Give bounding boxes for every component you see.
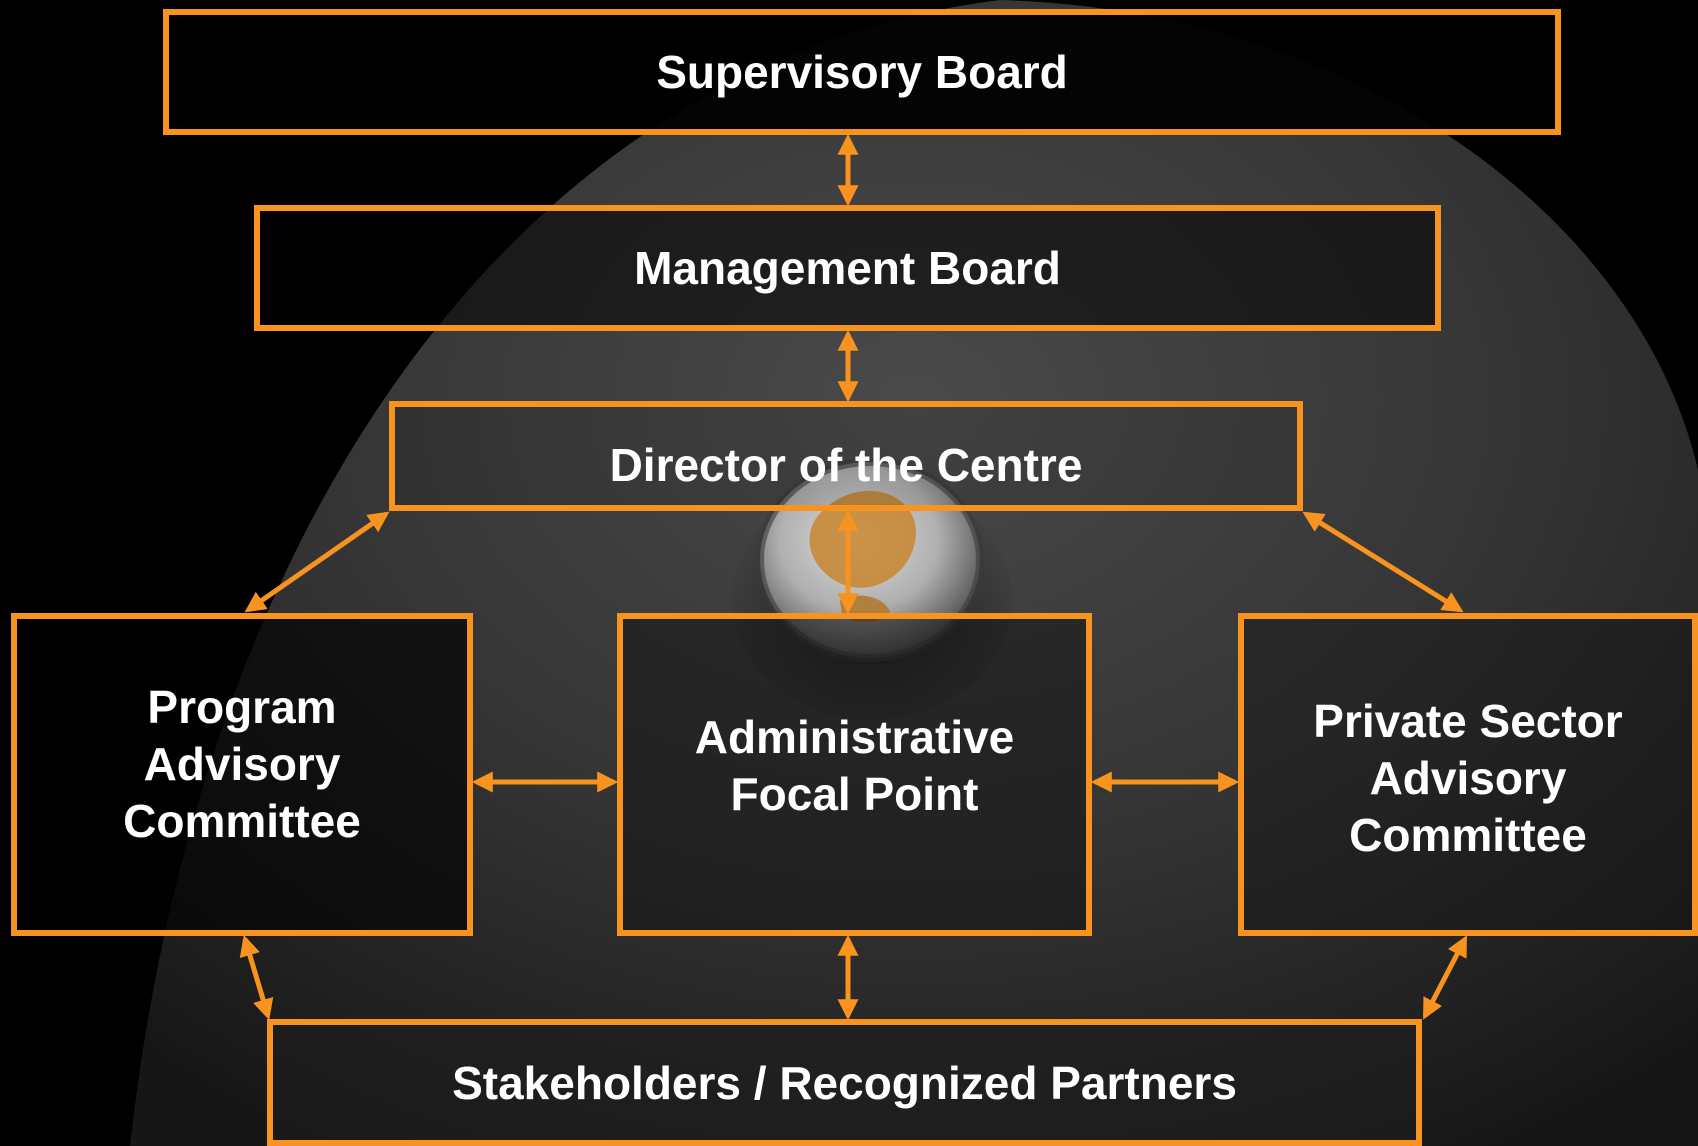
admin-focal-label-line: Administrative — [694, 711, 1015, 763]
stakeholders-box: Stakeholders / Recognized Partners — [267, 1019, 1422, 1146]
administrative-focal-point-box: Administrative Focal Point — [617, 613, 1092, 936]
private-sector-label-line: Committee — [1349, 809, 1587, 861]
program-advisory-label-line: Advisory — [143, 738, 341, 790]
supervisory-board-box: Supervisory Board — [163, 9, 1561, 135]
private-sector-advisory-committee-box: Private Sector Advisory Committee — [1238, 613, 1698, 936]
program-advisory-label-line: Committee — [123, 795, 361, 847]
program-advisory-label-line: Program — [147, 681, 337, 733]
program-advisory-committee-box: Program Advisory Committee — [11, 613, 473, 936]
stakeholders-label: Stakeholders / Recognized Partners — [452, 1057, 1237, 1109]
program-advisory-label: Program Advisory Committee — [123, 679, 361, 850]
management-board-label: Management Board — [634, 241, 1061, 294]
supervisory-board-label: Supervisory Board — [656, 45, 1068, 98]
admin-focal-label-line: Focal Point — [730, 768, 979, 820]
private-sector-label: Private Sector Advisory Committee — [1313, 693, 1622, 864]
private-sector-label-line: Advisory — [1369, 752, 1567, 804]
director-label: Director of the Centre — [609, 439, 1083, 491]
private-sector-label-line: Private Sector — [1313, 695, 1623, 747]
admin-focal-label: Administrative Focal Point — [695, 709, 1015, 823]
management-board-box: Management Board — [254, 205, 1441, 331]
director-box: Director of the Centre — [389, 401, 1303, 511]
